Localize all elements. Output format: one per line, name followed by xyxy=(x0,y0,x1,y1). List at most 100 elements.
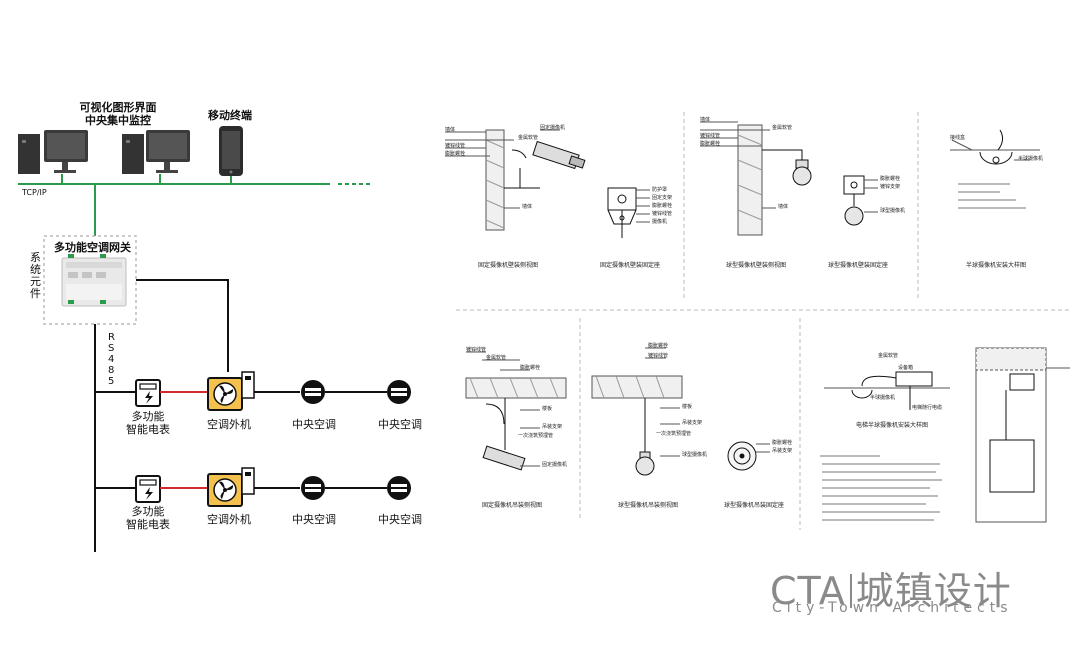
drawing-caption: 固定摄像机壁装侧视图 xyxy=(478,262,539,269)
drawing-caption: 电梯半球摄像机安装大样图 xyxy=(856,422,929,429)
device-row-1 xyxy=(95,371,411,411)
callout: 金属软管 xyxy=(518,135,539,141)
callout: 墙体 xyxy=(778,204,789,210)
callout: 墙体 xyxy=(700,117,711,123)
drawing-caption: 半球摄像机安装大样图 xyxy=(966,262,1027,269)
callout: 球型摄像机 xyxy=(682,452,708,458)
gateway-device-icon xyxy=(61,254,127,307)
callout: 镀锌线管 xyxy=(445,143,466,149)
meter-label-line2: 智能电表 xyxy=(126,423,170,436)
callout: 膨胀螺栓 xyxy=(445,151,466,157)
brand-divider xyxy=(849,574,852,608)
gateway-title: 多功能空调网关 xyxy=(54,241,131,254)
callout: 一次浇筑预埋管 xyxy=(518,433,554,439)
mobile-phone-icon xyxy=(219,126,243,176)
drawing-caption: 球型摄像机吊装固定座 xyxy=(724,502,785,509)
outdoor-unit-label: 空调外机 xyxy=(207,513,251,526)
central-ac-label: 中央空调 xyxy=(292,418,336,431)
monitor-label-line2: 中央集中监控 xyxy=(85,114,151,127)
callout: 接线盒 xyxy=(950,135,966,141)
gateway-link-line xyxy=(136,279,229,372)
network-line xyxy=(18,174,372,236)
callout: 金属软管 xyxy=(772,125,793,131)
outdoor-unit-label: 空调外机 xyxy=(207,418,251,431)
drawing-caption: 球型摄像机吊装侧视图 xyxy=(618,502,679,509)
drawing-caption: 固定摄像机壁装固定座 xyxy=(600,262,661,269)
callout: 摄像机 xyxy=(652,219,668,225)
callout: 金属软管 xyxy=(486,355,507,361)
central-ac-icon xyxy=(301,380,325,404)
callout: 镀锌线管 xyxy=(700,133,721,139)
drawing-dome-camera-base xyxy=(843,175,878,226)
outdoor-unit-icon xyxy=(207,467,255,507)
callout: 楼板 xyxy=(682,404,693,410)
drawing-fixed-camera-base xyxy=(607,187,650,238)
brand-name-cn: 城镇设计 xyxy=(855,569,1012,613)
callout: 半球摄像机 xyxy=(870,395,896,401)
callout: 吊装支架 xyxy=(542,424,563,430)
device-row-2 xyxy=(95,467,411,507)
central-ac-icon xyxy=(387,476,411,500)
callout: 膨胀螺栓 xyxy=(652,203,673,209)
drawing-fixed-camera-ceiling xyxy=(465,351,567,471)
callout: 一次浇筑预埋管 xyxy=(656,431,692,437)
central-ac-label: 中央空调 xyxy=(378,513,422,526)
callout: 墙体 xyxy=(445,127,456,133)
monitor-icon xyxy=(122,130,190,174)
callout: 电梯随行电缆 xyxy=(912,405,943,411)
monitor-icon xyxy=(18,130,88,174)
callout: 球型摄像机 xyxy=(880,208,906,214)
network-label: TCP/IP xyxy=(22,188,47,197)
central-ac-label: 中央空调 xyxy=(292,513,336,526)
central-ac-icon xyxy=(387,380,411,404)
meter-label: 多功能 智能电表 xyxy=(120,410,176,436)
electric-meter-icon xyxy=(135,379,161,407)
meter-label: 多功能 智能电表 xyxy=(120,505,176,531)
brand-tagline: City-Town Architects xyxy=(772,600,1013,616)
callout: 墙体 xyxy=(522,204,533,210)
electric-meter-icon xyxy=(135,475,161,503)
drawing-half-dome-detail xyxy=(950,129,1040,165)
central-ac-label: 中央空调 xyxy=(378,418,422,431)
brand-name-en: CTA xyxy=(770,569,846,613)
mobile-label: 移动终端 xyxy=(208,109,252,122)
callout: 防护罩 xyxy=(652,187,668,193)
meter-label-line1: 多功能 xyxy=(131,505,165,518)
monitor-label: 可视化图形界面 中央集中监控 xyxy=(58,101,178,127)
callout: 膨胀螺栓 xyxy=(700,141,721,147)
drawing-dome-ceiling-base xyxy=(727,441,770,471)
callout: 镀锌支架 xyxy=(880,184,901,190)
rs485-label: RS485 xyxy=(108,332,115,387)
callout: 膨胀螺栓 xyxy=(880,176,901,182)
drawing-dividers xyxy=(456,112,1070,530)
callout: 膨胀螺栓 xyxy=(648,343,669,349)
callout: 吊装支架 xyxy=(772,448,793,454)
callout: 镀锌线管 xyxy=(652,211,673,217)
callout: 固定支架 xyxy=(652,195,673,201)
drawing-caption: 固定摄像机吊装侧视图 xyxy=(482,502,543,509)
callout: 镀锌线管 xyxy=(466,347,487,353)
callout: 楼板 xyxy=(542,406,553,412)
callout: 设备箱 xyxy=(898,365,914,371)
callout: 固定摄像机 xyxy=(540,125,566,131)
drawing-dome-camera-ceiling xyxy=(591,347,683,476)
outdoor-unit-icon xyxy=(207,371,255,411)
drawing-caption: 球型摄像机壁装侧视图 xyxy=(726,262,787,269)
drawing-dome-camera-wall-side xyxy=(700,121,812,236)
drawing-caption: 球型摄像机壁装固定座 xyxy=(828,262,889,269)
meter-label-line1: 多功能 xyxy=(131,410,165,423)
drawing-elevator-half-dome xyxy=(824,347,1070,523)
callout: 金属软管 xyxy=(878,353,899,359)
system-element-label: 系统元件 xyxy=(30,251,41,300)
central-ac-icon xyxy=(301,476,325,500)
callout: 半球摄像机 xyxy=(1018,156,1044,162)
callout: 膨胀螺栓 xyxy=(520,365,541,371)
callout: 膨胀螺栓 xyxy=(772,440,793,446)
callout: 吊装支架 xyxy=(682,420,703,426)
meter-label-line2: 智能电表 xyxy=(126,518,170,531)
monitor-label-line1: 可视化图形界面 xyxy=(79,101,157,114)
callout: 固定摄像机 xyxy=(542,462,568,468)
callout: 镀锌线管 xyxy=(648,353,669,359)
